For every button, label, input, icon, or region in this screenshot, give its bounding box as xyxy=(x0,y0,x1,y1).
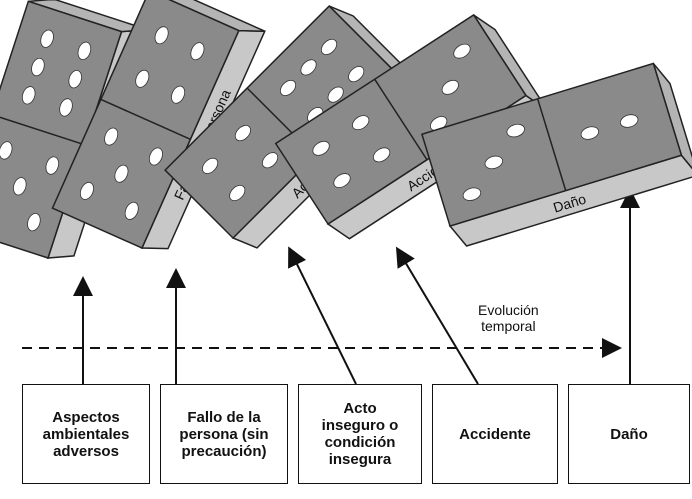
domino-pip xyxy=(13,177,27,196)
box-accidente: Accidente xyxy=(432,384,558,484)
domino-pip xyxy=(333,173,351,188)
domino-pip xyxy=(31,57,45,77)
domino-pip xyxy=(59,98,73,117)
box-fallo-persona: Fallo de la persona (sin precaución) xyxy=(160,384,288,484)
domino-pip xyxy=(104,127,119,146)
domino-pip xyxy=(234,125,251,142)
domino-pip xyxy=(453,43,471,59)
domino-pip xyxy=(79,181,94,200)
box-label: Acto inseguro o condición insegura xyxy=(321,400,399,468)
domino-divider xyxy=(374,78,428,161)
domino-pip xyxy=(279,79,297,97)
box-label: Fallo de la persona (sin precaución) xyxy=(179,408,269,460)
box-aspectos-ambientales: Aspectos ambientales adversos xyxy=(22,384,150,484)
box-acto-inseguro: Acto inseguro o condición insegura xyxy=(298,384,422,484)
box-label: Accidente xyxy=(459,425,531,443)
domino-pip xyxy=(327,86,344,103)
domino-pip xyxy=(190,42,205,61)
domino-pip xyxy=(40,29,54,48)
domino-pip xyxy=(148,147,163,166)
domino-divider xyxy=(100,98,191,140)
domino-pip xyxy=(114,164,129,183)
domino-pip xyxy=(620,114,639,128)
domino-pip xyxy=(462,187,482,201)
domino-pip xyxy=(262,152,279,169)
domino-pip xyxy=(135,69,150,88)
domino-pip xyxy=(27,212,41,232)
box-dano: Daño xyxy=(568,384,690,484)
domino-5: Daño xyxy=(420,62,692,247)
domino-pip xyxy=(441,79,459,95)
domino-pip xyxy=(372,147,391,163)
domino-pip xyxy=(229,184,246,202)
domino-divider xyxy=(536,98,567,191)
domino-pip xyxy=(300,59,317,76)
box-label: Daño xyxy=(610,425,648,443)
arrow-4 xyxy=(395,246,479,385)
box-label: Aspectos ambientales adversos xyxy=(42,408,130,460)
domino-pip xyxy=(484,155,504,170)
arrow-3 xyxy=(288,246,357,385)
domino-pip xyxy=(202,157,219,174)
domino-pip xyxy=(45,156,60,175)
domino-pip xyxy=(21,86,36,105)
domino-pip xyxy=(124,201,139,220)
domino-pip xyxy=(0,141,13,160)
domino-pip xyxy=(320,38,338,55)
domino-pip xyxy=(312,140,330,156)
domino-divider xyxy=(0,113,86,146)
domino-pip xyxy=(154,26,169,45)
domino-pip xyxy=(580,126,600,140)
domino-pip xyxy=(171,85,186,104)
domino-pip xyxy=(77,41,92,61)
timeline-label: Evolución temporal xyxy=(478,302,539,334)
domino-pip xyxy=(352,115,370,131)
domino-pip xyxy=(506,123,525,138)
domino-pip xyxy=(348,66,365,83)
domino-pip xyxy=(68,69,82,89)
